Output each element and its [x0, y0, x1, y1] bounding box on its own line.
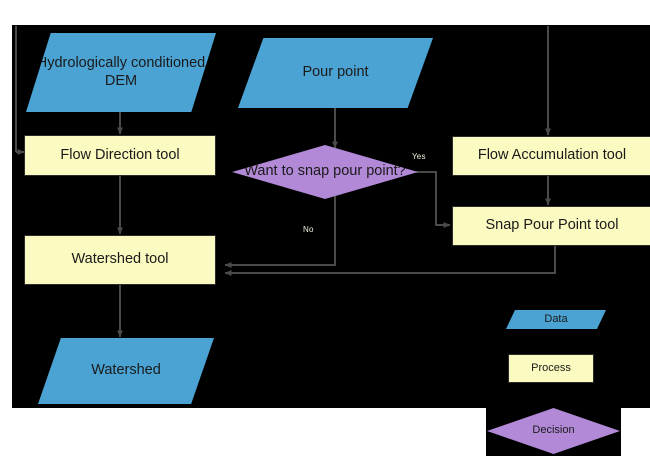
- legend-item-process: Process: [508, 354, 594, 383]
- node-pour-point[interactable]: Pour point: [238, 38, 433, 108]
- legend-label: Data: [544, 312, 568, 325]
- legend-label: Process: [531, 361, 571, 374]
- wire-snap-pour-point-to-watershed-tool: [224, 246, 556, 276]
- legend-item-data: Data: [506, 310, 606, 329]
- node-label: Watershed tool: [71, 251, 169, 268]
- branch-label-yes: Yes: [412, 152, 426, 161]
- node-watershed-tool[interactable]: Watershed tool: [24, 235, 216, 285]
- node-label: Flow Accumulation tool: [477, 147, 627, 164]
- node-label: Want to snap pour point?: [244, 163, 406, 180]
- node-label: Pour point: [302, 64, 369, 81]
- node-flow-accumulation-tool[interactable]: Flow Accumulation tool: [452, 136, 650, 176]
- node-snap-pour-point-tool[interactable]: Snap Pour Point tool: [452, 206, 650, 246]
- node-watershed-output[interactable]: Watershed: [38, 338, 214, 404]
- legend-label: Decision: [532, 424, 575, 437]
- node-label: Watershed: [91, 362, 161, 379]
- node-label: Hydrologically conditioned DEM: [36, 54, 206, 89]
- node-flow-direction-tool[interactable]: Flow Direction tool: [24, 135, 216, 176]
- wire-no-to-watershed-tool: [224, 196, 336, 268]
- node-label: Flow Direction tool: [60, 146, 180, 163]
- node-label: Snap Pour Point tool: [485, 217, 619, 234]
- node-hydrologically-conditioned-dem[interactable]: Hydrologically conditioned DEM: [26, 33, 216, 112]
- wire-yes-to-snap-pour-point: [416, 171, 451, 228]
- branch-label-no: No: [303, 225, 314, 234]
